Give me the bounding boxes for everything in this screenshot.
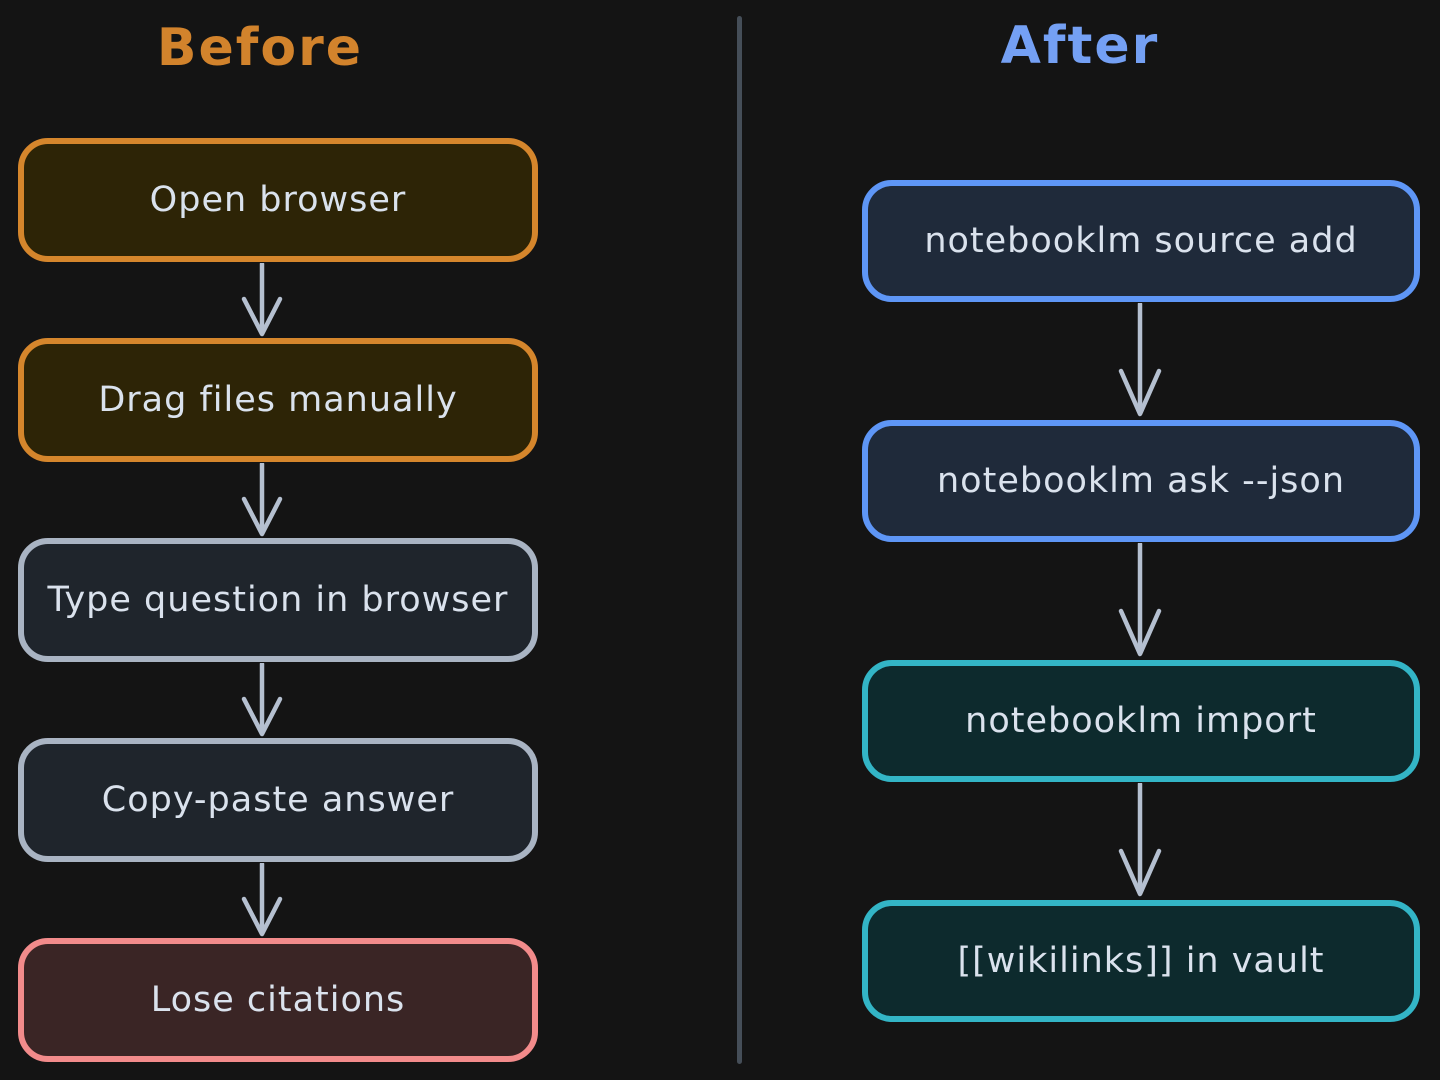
flow-step-label: Type question in browser (47, 580, 509, 620)
arrow-down-icon (241, 463, 283, 537)
arrow-down-icon (241, 263, 283, 337)
flow-step-label: notebooklm ask --json (937, 461, 1345, 501)
arrow-down-icon (1118, 783, 1162, 897)
arrow-down-icon (241, 863, 283, 937)
before-column-title: Before (156, 18, 364, 78)
flow-step-wikilinks: [[wikilinks]] in vault (862, 900, 1420, 1022)
flow-step-label: Lose citations (150, 980, 406, 1020)
flow-step-ask-json: notebooklm ask --json (862, 420, 1420, 542)
flow-step-label: notebooklm source add (924, 221, 1358, 261)
flow-step-label: [[wikilinks]] in vault (957, 941, 1325, 981)
flow-step-source-add: notebooklm source add (862, 180, 1420, 302)
flow-step-open-browser: Open browser (18, 138, 538, 262)
arrow-down-icon (1118, 543, 1162, 657)
flow-step-import: notebooklm import (862, 660, 1420, 782)
flow-step-label: Copy-paste answer (101, 780, 455, 820)
flow-step-label: Drag files manually (98, 380, 458, 420)
flow-step-label: notebooklm import (965, 701, 1317, 741)
column-divider (737, 16, 742, 1064)
flow-step-type-question: Type question in browser (18, 538, 538, 662)
arrow-down-icon (1118, 303, 1162, 417)
flow-step-copy-paste: Copy-paste answer (18, 738, 538, 862)
flow-step-label: Open browser (149, 180, 407, 220)
flow-step-drag-files: Drag files manually (18, 338, 538, 462)
arrow-down-icon (241, 663, 283, 737)
after-column-title: After (1000, 16, 1160, 76)
flow-step-lose-citations: Lose citations (18, 938, 538, 1062)
